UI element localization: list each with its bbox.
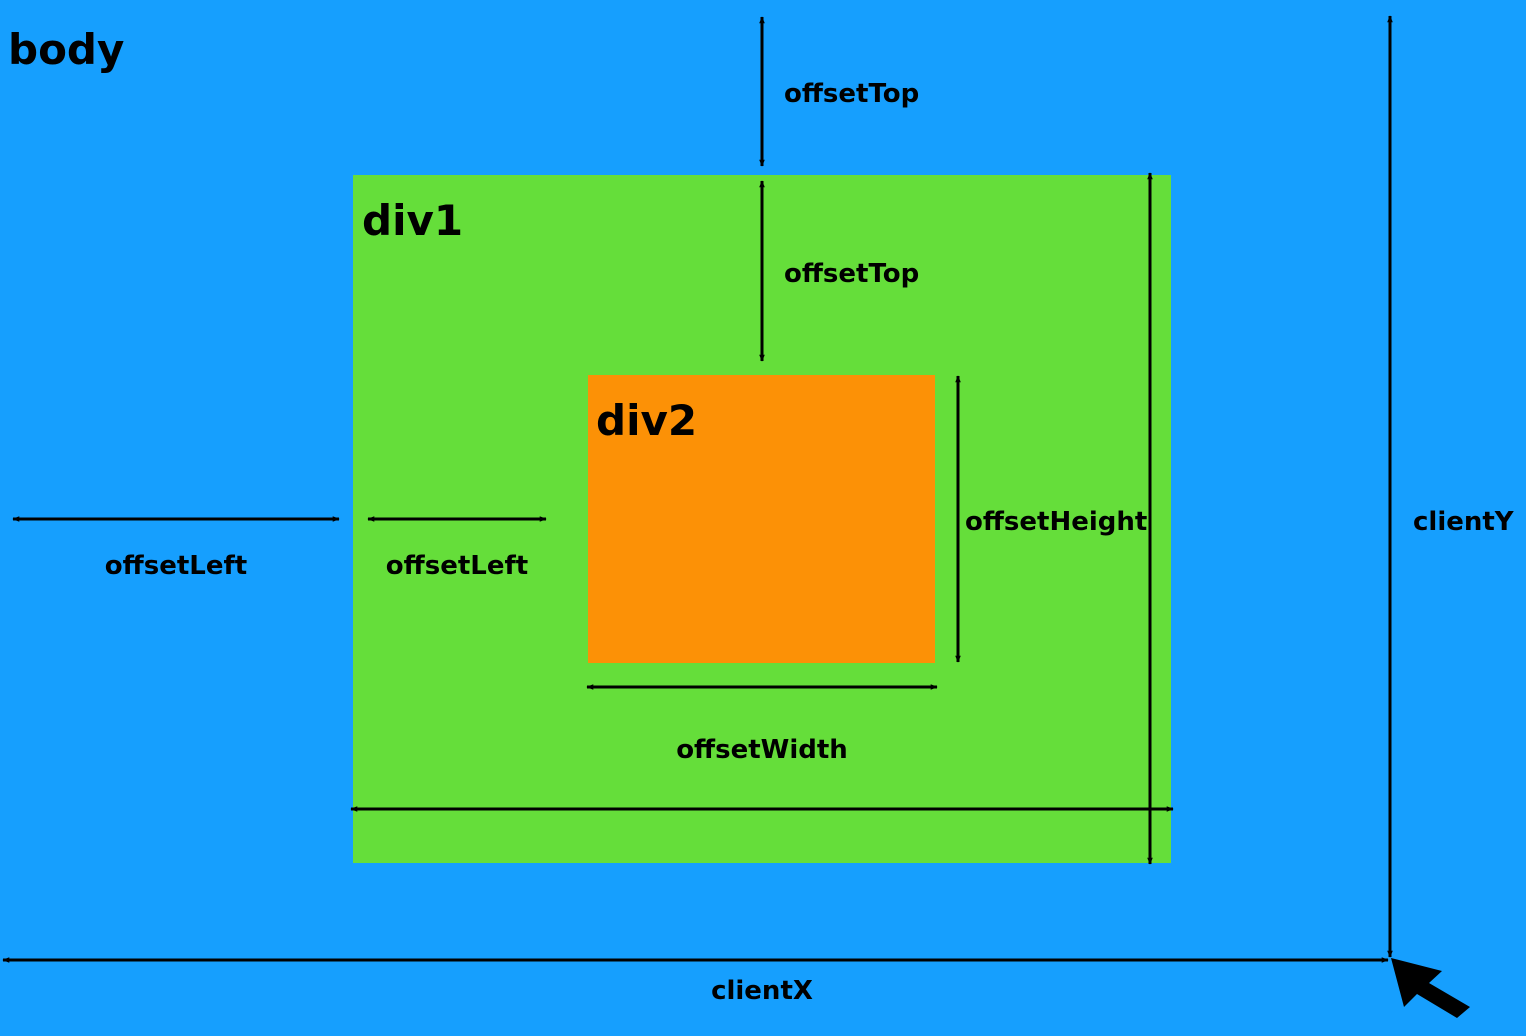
body-label: body: [8, 25, 124, 74]
client-y-label: clientY: [1413, 507, 1515, 537]
div2-offset-width-label: offsetWidth: [676, 735, 848, 765]
body-offset-top-label: offsetTop: [784, 79, 919, 109]
div1-offset-top-label: offsetTop: [784, 259, 919, 289]
mouse-cursor-icon: [1391, 958, 1470, 1018]
div1-label: div1: [362, 196, 463, 245]
div2-offset-height-label: offsetHeight: [965, 507, 1147, 537]
div2-box: [588, 375, 935, 663]
div2-label: div2: [596, 396, 697, 445]
div1-offset-left-label: offsetLeft: [386, 551, 528, 581]
client-x-label: clientX: [711, 976, 813, 1006]
body-offset-left-label: offsetLeft: [105, 551, 247, 581]
